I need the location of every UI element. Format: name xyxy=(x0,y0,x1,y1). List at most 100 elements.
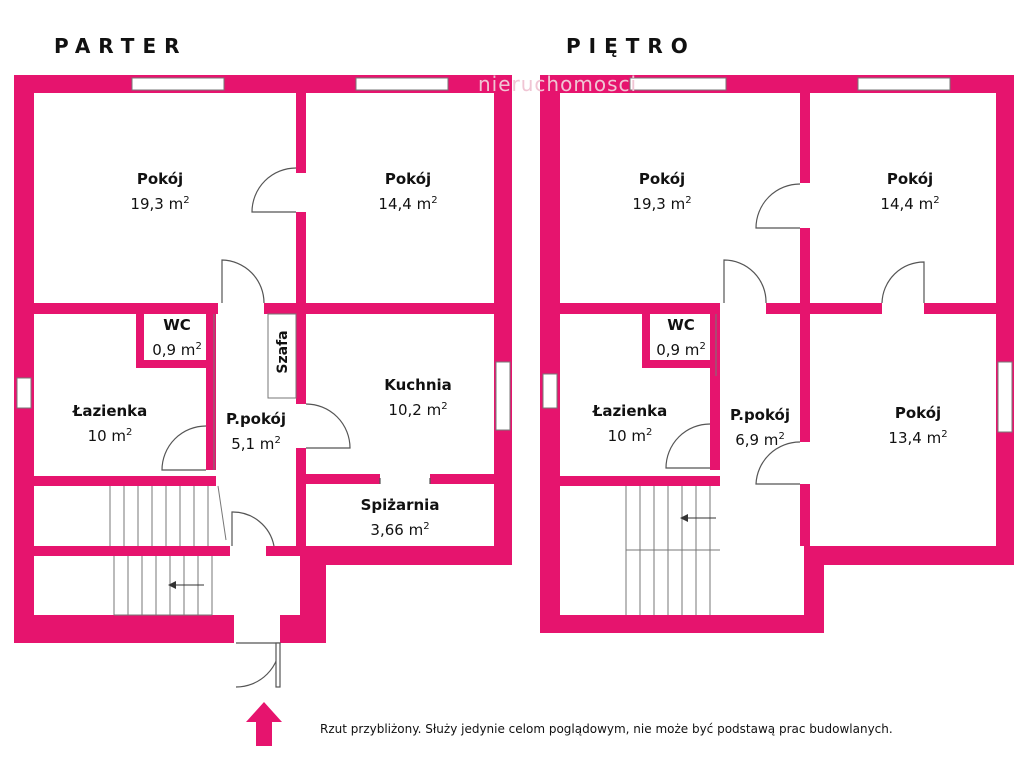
room-name: Łazienka xyxy=(72,402,148,420)
room-label: Pokój 19,3 m2 xyxy=(110,168,210,215)
ground-wall-int xyxy=(206,314,216,470)
ground-wall-int xyxy=(296,448,306,546)
upper-door-swing xyxy=(755,183,801,229)
room-area: 19,3 m2 xyxy=(130,195,190,213)
stairs-arrow-icon xyxy=(680,514,716,522)
ground-wall-int xyxy=(296,314,306,404)
upper-window xyxy=(629,77,727,91)
ground-window xyxy=(131,77,225,91)
ground-door-swing xyxy=(221,259,265,304)
ground-wall-int xyxy=(296,212,306,312)
upper-window xyxy=(857,77,951,91)
upper-wall-bottom xyxy=(540,615,824,633)
upper-stairs xyxy=(625,486,720,615)
ground-floor-title: PARTER xyxy=(54,34,188,58)
ground-wall-bottom-left xyxy=(14,615,234,643)
room-area: 10 m2 xyxy=(607,427,653,445)
ground-wall-int xyxy=(296,93,306,173)
upper-wall-int xyxy=(800,314,810,442)
upper-wall-int xyxy=(766,303,882,314)
room-label: Kuchnia 10,2 m2 xyxy=(368,374,468,421)
upper-wall-right xyxy=(996,75,1014,565)
room-label: P.pokój 5,1 m2 xyxy=(216,408,296,455)
upper-wall-step-vertical xyxy=(804,546,824,633)
room-name: Pokój xyxy=(638,170,686,188)
ground-wall-wc xyxy=(136,314,144,366)
room-name: P.pokój xyxy=(226,410,286,428)
room-area: 6,9 m2 xyxy=(735,431,785,449)
upper-wall-int xyxy=(800,228,810,308)
ground-wall-int xyxy=(266,546,306,556)
room-area: 0,9 m2 xyxy=(152,341,202,359)
upper-door-swing xyxy=(881,261,925,304)
ground-wall-int xyxy=(264,303,494,314)
stairs-arrow-icon xyxy=(168,581,204,589)
ground-door-opening xyxy=(379,478,431,484)
upper-wall-int xyxy=(924,303,996,314)
room-name: Pokój xyxy=(886,170,934,188)
room-name: WC xyxy=(667,316,695,334)
room-name: Pokój xyxy=(894,404,942,422)
upper-wall-left xyxy=(540,75,560,633)
room-name: WC xyxy=(163,316,191,334)
ground-window xyxy=(16,377,32,409)
upper-wall-step xyxy=(804,546,1014,565)
ground-wall-int xyxy=(430,474,494,484)
ground-wall-step-vertical xyxy=(300,546,326,643)
upper-wall-int xyxy=(710,314,720,470)
room-name: Pokój xyxy=(136,170,184,188)
wardrobe-label: Szafa xyxy=(275,330,291,374)
room-label: Pokój 14,4 m2 xyxy=(860,168,960,215)
upper-door-swing xyxy=(755,441,801,485)
upper-wall-int xyxy=(800,93,810,183)
upper-wall-wc xyxy=(642,314,650,366)
room-label: WC 0,9 m2 xyxy=(646,314,716,361)
upper-door-swing xyxy=(723,259,767,304)
ground-floor-plan xyxy=(14,75,512,688)
watermark: nieruchomosci xyxy=(478,72,638,96)
ground-wall-left xyxy=(14,75,34,643)
room-label: WC 0,9 m2 xyxy=(142,314,212,361)
ground-window xyxy=(495,361,511,431)
room-label: Pokój 19,3 m2 xyxy=(612,168,712,215)
upper-wall-wc xyxy=(642,360,718,368)
room-area: 0,9 m2 xyxy=(656,341,706,359)
upper-wall-int xyxy=(560,476,720,486)
room-label: Łazienka 10 m2 xyxy=(60,400,160,447)
room-label: Pokój 14,4 m2 xyxy=(358,168,458,215)
ground-door-swing xyxy=(305,403,351,449)
disclaimer-note: Rzut przybliżony. Służy jedynie celom po… xyxy=(320,722,893,736)
ground-wall-step xyxy=(300,546,512,565)
room-label: P.pokój 6,9 m2 xyxy=(718,404,802,451)
ground-door-swing xyxy=(251,167,297,213)
upper-floor-title: PIĘTRO xyxy=(566,34,696,58)
upper-floor-plan xyxy=(540,75,1014,633)
room-name: P.pokój xyxy=(730,406,790,424)
room-area: 14,4 m2 xyxy=(880,195,940,213)
upper-wall-int xyxy=(560,303,720,314)
ground-wardrobe-box xyxy=(267,313,297,399)
ground-door-leaf xyxy=(275,642,281,688)
upper-wall-int xyxy=(800,484,810,546)
upper-door-swing xyxy=(665,423,711,469)
room-area: 14,4 m2 xyxy=(378,195,438,213)
room-name: Łazienka xyxy=(592,402,668,420)
room-name: Kuchnia xyxy=(384,376,452,394)
ground-wall-int xyxy=(34,303,218,314)
room-label: Pokój 13,4 m2 xyxy=(868,402,968,449)
room-area: 10,2 m2 xyxy=(388,401,448,419)
ground-window xyxy=(355,77,449,91)
ground-door-swing-entrance xyxy=(235,642,281,688)
upper-window xyxy=(542,373,558,409)
room-name: Spiżarnia xyxy=(360,496,440,514)
room-name: Pokój xyxy=(384,170,432,188)
ground-wall-int xyxy=(34,546,230,556)
ground-wall-wc xyxy=(136,360,216,368)
entrance-arrow-icon xyxy=(246,702,282,746)
room-area: 13,4 m2 xyxy=(888,429,948,447)
upper-window xyxy=(997,361,1013,433)
ground-door-swing xyxy=(231,511,275,547)
ground-door-swing xyxy=(161,425,207,471)
room-area: 5,1 m2 xyxy=(231,435,281,453)
